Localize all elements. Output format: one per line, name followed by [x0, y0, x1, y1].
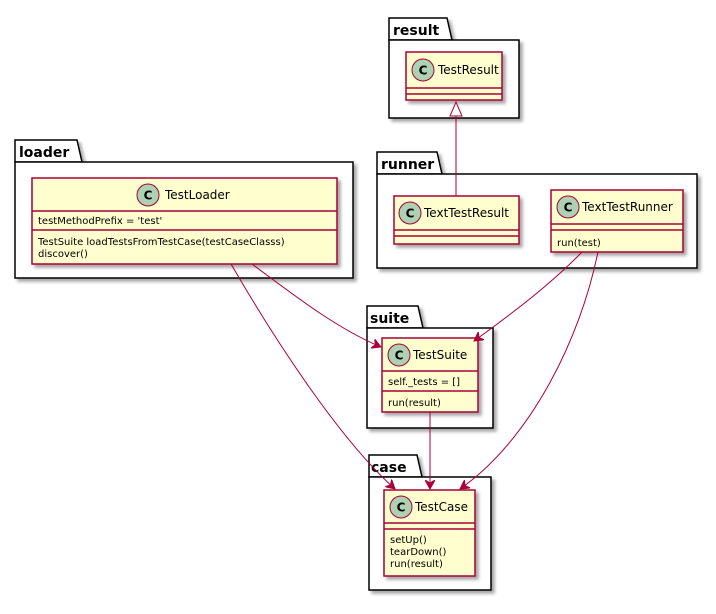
package-label-case: case [371, 460, 407, 476]
class-test-suite[interactable]: C TestSuite self._tests = [] run(result) [381, 337, 479, 413]
class-name-test-case: TestCase [414, 500, 468, 514]
class-marker-letter: C [144, 189, 153, 203]
class-marker-letter: C [397, 501, 406, 515]
method-load-tests: TestSuite loadTestsFromTestCase(testCase… [37, 237, 285, 248]
arrow-loader-to-suite [251, 263, 381, 347]
method-run-result: run(result) [388, 398, 441, 409]
class-test-result[interactable]: C TestResult [405, 51, 503, 101]
method-run-test: run(test) [557, 238, 601, 249]
class-marker-icon [556, 195, 580, 219]
arrow-runner-to-case [460, 251, 599, 489]
method-setup: setUp() [390, 535, 427, 546]
class-marker-icon [398, 201, 422, 225]
field-test-method-prefix: testMethodPrefix = 'test' [38, 216, 162, 227]
class-marker-icon [411, 58, 435, 82]
package-label-runner: runner [381, 157, 434, 173]
arrow-runner-to-suite [474, 251, 583, 341]
package-label-result: result [393, 23, 439, 39]
method-teardown: tearDown() [390, 547, 447, 558]
class-marker-letter: C [419, 64, 428, 78]
method-discover: discover() [38, 249, 88, 260]
class-marker-icon [136, 183, 160, 207]
class-test-loader[interactable]: C TestLoader testMethodPrefix = 'test' T… [31, 177, 338, 265]
class-marker-icon [387, 343, 411, 367]
package-label-loader: loader [19, 145, 69, 161]
class-marker-icon [389, 495, 413, 519]
arrow-loader-to-case [230, 263, 395, 489]
class-test-case[interactable]: C TestCase setUp() tearDown() run(result… [383, 489, 476, 577]
class-name-test-loader: TestLoader [164, 188, 230, 202]
class-marker-letter: C [564, 201, 573, 215]
method-run-result: run(result) [390, 559, 443, 570]
class-name-text-test-runner: TextTestRunner [581, 200, 673, 214]
class-name-text-test-result: TextTestResult [423, 206, 509, 220]
class-name-test-suite: TestSuite [412, 348, 467, 362]
class-text-test-runner[interactable]: C TextTestRunner run(test) [550, 189, 684, 253]
inheritance-text-test-result-to-test-result [449, 100, 463, 196]
class-marker-letter: C [406, 207, 415, 221]
field-self-tests: self._tests = [] [388, 377, 460, 388]
package-label-suite: suite [370, 311, 409, 327]
class-text-test-result[interactable]: C TextTestResult [393, 195, 520, 245]
class-marker-letter: C [395, 349, 404, 363]
class-name-test-result: TestResult [437, 63, 499, 77]
